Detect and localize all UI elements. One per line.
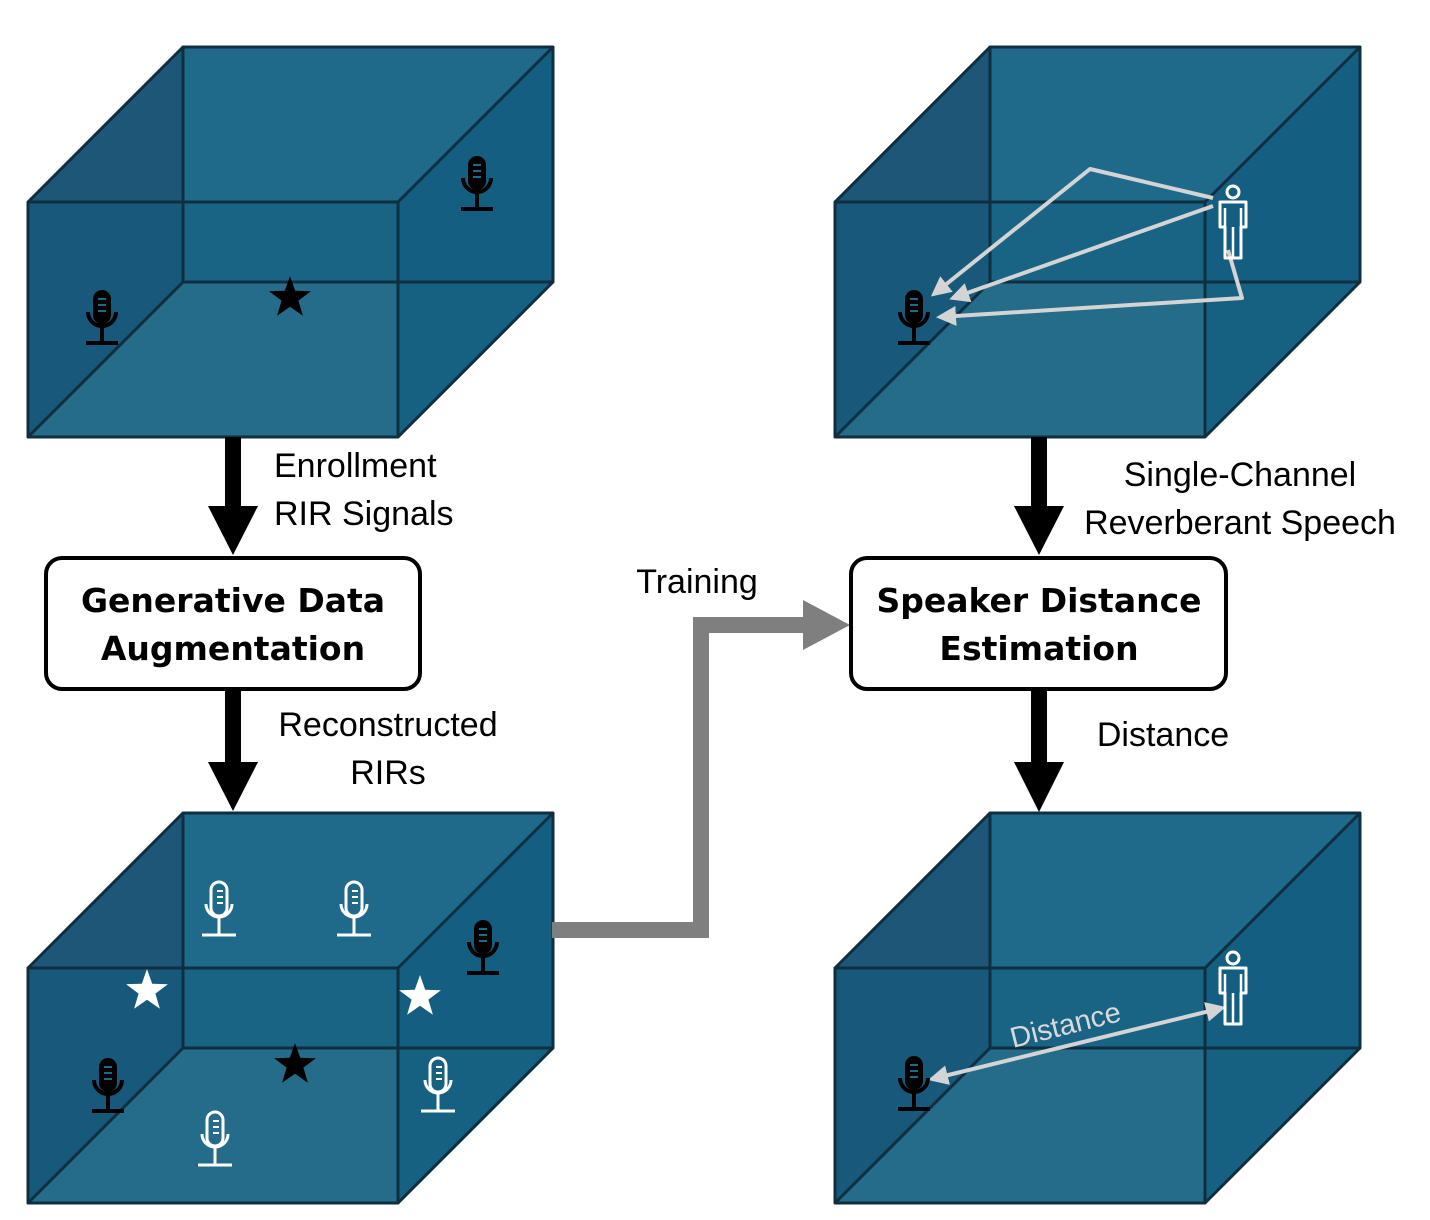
gda-label-line2: Augmentation [101,629,365,668]
generative-data-augmentation-box: Generative Data Augmentation [44,556,422,691]
reverberant-speech-room [833,45,1362,439]
reflection-paths [930,167,1244,326]
distance-output-label: Distance [1097,716,1229,754]
training-arrow [552,600,850,938]
sde-label-line2: Estimation [939,629,1138,668]
reconstructed-label: Reconstructed [278,706,497,744]
distance-arrow [928,1002,1226,1085]
gda-label-line1: Generative Data [81,581,385,620]
reconstructed-room [26,811,555,1205]
rir-signals-label: RIR Signals [274,495,454,533]
enrollment-flow-arrow [208,437,258,555]
rirs-label: RIRs [350,754,426,792]
training-label: Training [636,563,758,601]
enrollment-label: Enrollment [274,447,437,485]
single-channel-label: Single-Channel [1124,456,1357,494]
reconstructed-flow-arrow [208,690,258,811]
reverberant-flow-arrow [1014,437,1064,555]
enrollment-room [26,45,555,439]
distance-flow-arrow [1014,690,1064,812]
sde-label-line1: Speaker Distance [876,581,1201,620]
speaker-distance-estimation-box: Speaker Distance Estimation [849,556,1228,691]
reverberant-speech-label: Reverberant Speech [1084,504,1396,542]
